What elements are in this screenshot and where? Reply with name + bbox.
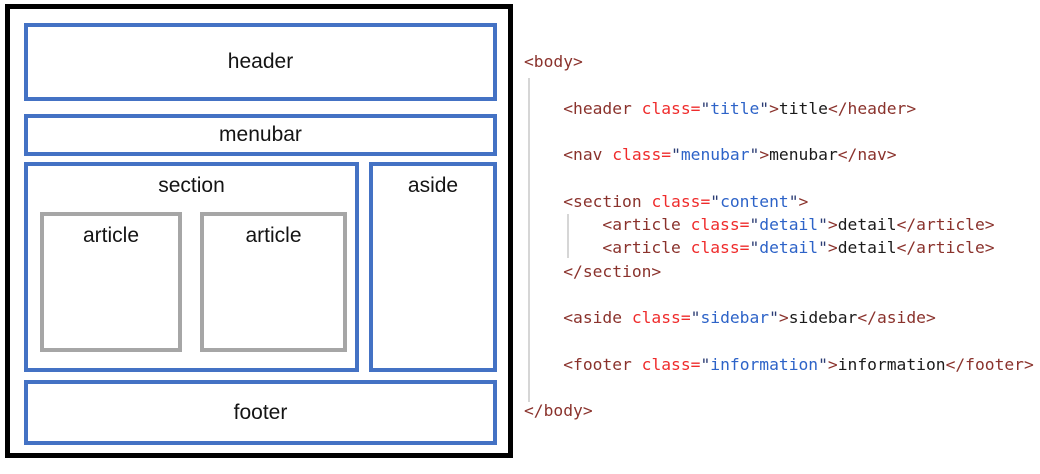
code-token-q: " (749, 145, 760, 165)
code-token-val: title (710, 98, 760, 118)
code-token-tag: <body> (524, 52, 583, 71)
layout-box-header: header (24, 23, 497, 101)
code-line: <aside class="sidebar">sidebar</aside> (524, 306, 1034, 329)
code-token-text: detail (837, 215, 897, 235)
code-token-tag: > (778, 308, 789, 328)
code-token-text: detail (837, 238, 897, 258)
layout-diagram: header menubar section article article a… (5, 4, 513, 458)
code-line (524, 283, 1034, 306)
code-token-q: " (749, 215, 760, 235)
code-token-tag: </aside> (857, 308, 936, 328)
code-token-val: detail (759, 215, 819, 235)
code-token-tag: </article> (896, 238, 995, 258)
article-box-label: article (245, 224, 302, 247)
code-token-q: " (700, 354, 711, 374)
code-token-tag: <article (524, 238, 691, 258)
code-token-tag: <header (524, 98, 642, 118)
code-token-attr: class= (641, 354, 701, 374)
layout-box-footer: footer (24, 380, 497, 445)
code-token-tag: <footer (524, 354, 642, 374)
code-token-tag: <article (524, 215, 691, 235)
code-line: <body> (524, 50, 1034, 73)
code-token-tag: > (798, 191, 809, 211)
code-token-val: sidebar (700, 308, 770, 328)
layout-box-aside: aside (369, 162, 497, 372)
code-token-q: " (749, 238, 760, 258)
code-token-text: title (778, 98, 828, 118)
code-token-q: " (769, 308, 779, 328)
code-token-q: " (818, 354, 828, 374)
code-token-attr: class= (690, 238, 750, 258)
code-line: <section class="content"> (524, 190, 1034, 213)
code-token-q: " (759, 98, 770, 118)
code-line: <article class="detail">detail</article> (524, 213, 1034, 236)
code-token-val: content (720, 191, 789, 211)
section-box-label: section (158, 174, 225, 197)
code-token-tag: </body> (524, 401, 593, 421)
code-token-q: " (671, 145, 681, 165)
code-token-tag: > (769, 98, 779, 118)
code-line: <footer class="information">information<… (524, 353, 1034, 376)
code-token-q: " (690, 308, 701, 328)
code-token-attr: class= (641, 98, 701, 118)
code-line: </body> (524, 399, 1034, 422)
code-token-tag: > (827, 215, 838, 235)
code-line (524, 120, 1034, 143)
code-token-tag: </article> (896, 215, 995, 235)
code-token-tag: > (827, 238, 838, 258)
code-token-tag: <section (524, 191, 652, 211)
code-token-text: information (837, 354, 946, 374)
code-token-text: menubar (769, 145, 838, 165)
code-line (524, 73, 1034, 96)
code-token-tag: </section> (524, 261, 662, 281)
code-line (524, 330, 1034, 353)
code-token-val: information (710, 354, 819, 374)
layout-box-article-2: article (200, 212, 347, 352)
code-token-attr: class= (612, 145, 672, 165)
code-token-tag: </header> (827, 98, 917, 118)
code-token-q: " (818, 238, 828, 258)
code-token-text: sidebar (788, 308, 858, 328)
indent-guide (567, 214, 569, 258)
indent-guide (528, 78, 530, 402)
code-line: <article class="detail">detail</article> (524, 236, 1034, 259)
code-token-attr: class= (651, 191, 711, 211)
footer-box-label: footer (233, 400, 288, 424)
layout-box-article-1: article (40, 212, 182, 352)
code-line: <header class="title">title</header> (524, 97, 1034, 120)
code-line: <nav class="menubar">menubar</nav> (524, 143, 1034, 166)
code-token-q: " (710, 191, 721, 211)
header-box-label: header (227, 50, 294, 73)
code-token-tag: <nav (524, 145, 613, 165)
code-token-tag: </footer> (945, 354, 1034, 374)
article-box-label: article (82, 224, 140, 247)
code-token-attr: class= (690, 215, 750, 235)
code-token-tag: </nav> (837, 145, 897, 165)
code-line (524, 376, 1034, 399)
code-snippet: <body> <header class="title">title</head… (524, 50, 1034, 423)
code-token-q: " (788, 191, 799, 211)
code-token-val: detail (759, 238, 819, 258)
code-token-tag: > (759, 145, 770, 165)
code-token-val: menubar (680, 145, 750, 165)
menubar-box-label: menubar (219, 123, 302, 146)
code-token-attr: class= (631, 308, 691, 328)
layout-box-section: section article article (24, 162, 359, 372)
code-line: </section> (524, 260, 1034, 283)
code-token-tag: > (827, 354, 838, 374)
code-token-q: " (818, 215, 828, 235)
layout-box-menubar: menubar (24, 114, 497, 156)
code-token-q: " (700, 98, 711, 118)
code-line (524, 166, 1034, 189)
aside-box-label: aside (407, 174, 459, 197)
code-token-tag: <aside (524, 308, 632, 328)
